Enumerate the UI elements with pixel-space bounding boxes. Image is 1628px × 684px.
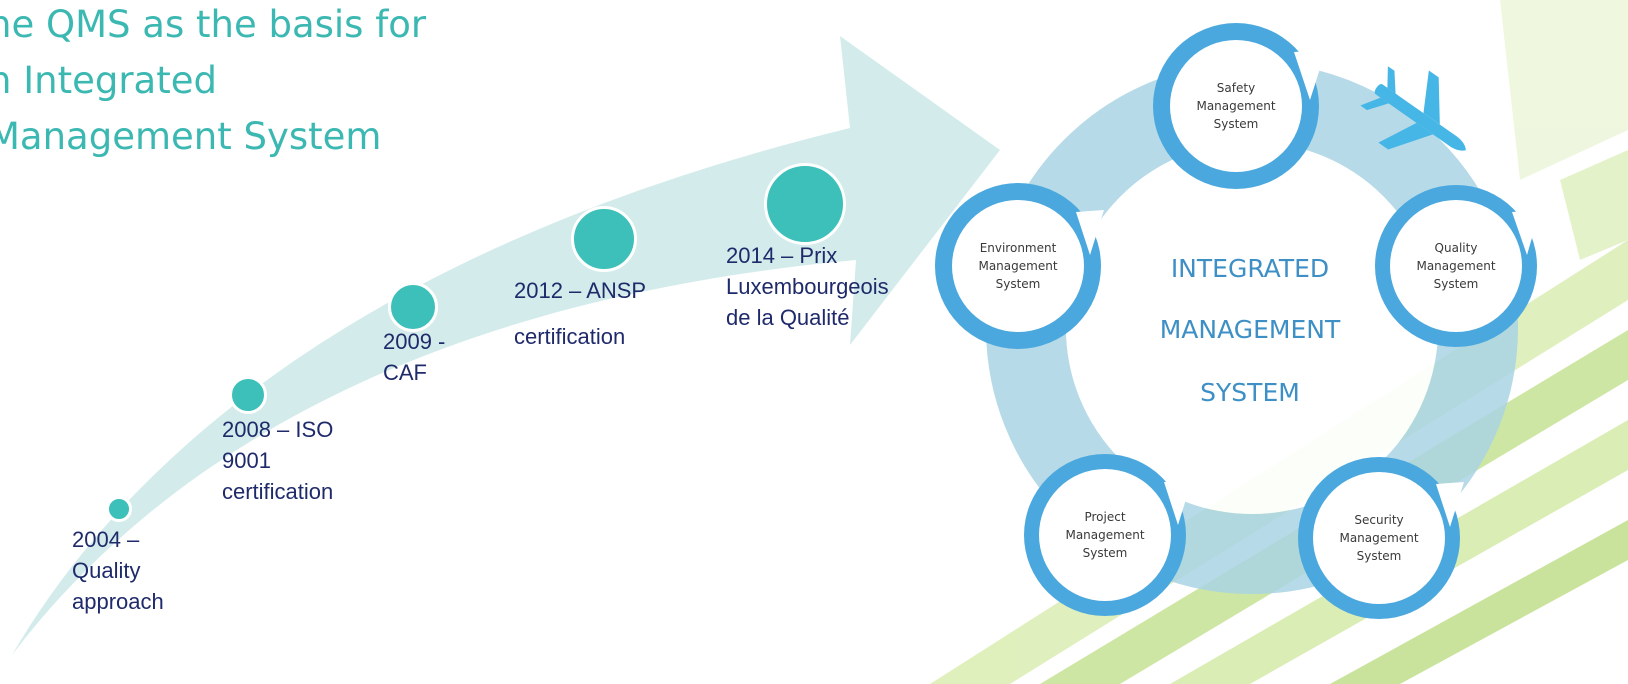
center-text-system: SYSTEM — [1200, 378, 1300, 407]
milestone-label-2014: 2014 – Prix Luxembourgeois de la Qualité — [726, 243, 889, 330]
milestone-label-2012: 2012 – ANSP certification — [514, 278, 647, 349]
milestone-dot-2009 — [388, 282, 438, 332]
node-security-management: Security Management System — [1313, 472, 1445, 604]
title-line-2: n Integrated — [0, 59, 217, 102]
center-text-integrated: INTEGRATED — [1170, 254, 1330, 283]
node-project-management: Project Management System — [1039, 469, 1171, 601]
airplane-icon — [1360, 66, 1466, 151]
title-line-1: he QMS as the basis for — [0, 3, 427, 46]
node-pointers — [1076, 50, 1540, 527]
node-quality-management: Quality Management System — [1390, 200, 1522, 332]
milestone-label-2009: 2009 - CAF — [383, 329, 446, 385]
node-safety-management: Safety Management System — [1170, 40, 1302, 172]
milestone-label-2008: 2008 – ISO 9001 certification — [222, 417, 334, 504]
node-environment-management: Environment Management System — [952, 200, 1084, 332]
milestone-dot-2014 — [764, 163, 846, 245]
milestone-dot-2012 — [571, 206, 637, 272]
milestone-dot-2004 — [106, 496, 132, 522]
milestone-dot-2008 — [229, 376, 267, 414]
progress-arrow — [12, 36, 1000, 655]
title-line-3: Management System — [0, 115, 382, 158]
milestone-label-2004: 2004 – Quality approach — [72, 527, 164, 614]
center-text-management: MANAGEMENT — [1159, 315, 1341, 344]
